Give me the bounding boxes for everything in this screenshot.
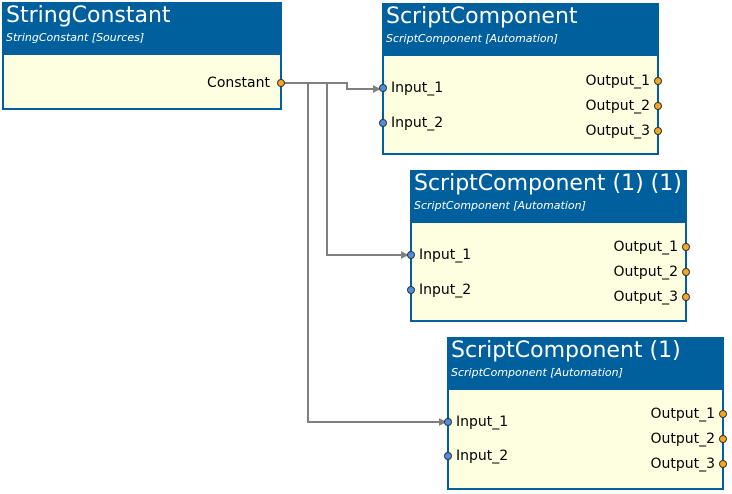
input-port-label: Input_2 (456, 448, 509, 464)
node-script-component-1[interactable]: ScriptComponent (1) ScriptComponent [Aut… (444, 337, 727, 490)
output-port-1[interactable] (682, 243, 690, 251)
input-port-label: Input_2 (391, 115, 444, 131)
output-port-label: Output_3 (585, 123, 650, 139)
input-port-1[interactable] (444, 418, 452, 426)
output-port-2[interactable] (654, 102, 662, 110)
input-port-label: Input_1 (419, 247, 472, 263)
node-header[interactable]: StringConstant StringConstant [Sources] (2, 2, 282, 55)
output-port-2[interactable] (682, 268, 690, 276)
node-script-component[interactable]: ScriptComponent ScriptComponent [Automat… (379, 3, 662, 155)
input-port-2[interactable] (444, 452, 452, 460)
connector-constant-to-scriptcomponent-1[interactable] (284, 82, 447, 426)
output-port-3[interactable] (682, 293, 690, 301)
node-subtitle: ScriptComponent [Automation] (386, 32, 558, 45)
node-string-constant[interactable]: StringConstant StringConstant [Sources] … (2, 2, 285, 110)
input-port-1[interactable] (379, 84, 387, 92)
output-port-label: Output_2 (613, 264, 678, 280)
input-port-label: Input_2 (419, 282, 472, 298)
node-body: Input_1 Input_2 Output_1 Output_2 Output… (407, 223, 690, 322)
input-port-label: Input_1 (391, 80, 444, 96)
output-port-label: Output_1 (613, 239, 678, 255)
node-title: StringConstant (6, 3, 171, 28)
output-port-1[interactable] (719, 410, 727, 418)
output-port-constant[interactable] (277, 79, 285, 87)
node-script-component-1-1[interactable]: ScriptComponent (1) (1) ScriptComponent … (407, 170, 690, 322)
node-title: ScriptComponent (1) (451, 338, 681, 363)
node-subtitle: StringConstant [Sources] (6, 31, 145, 44)
output-port-1[interactable] (654, 77, 662, 85)
node-header[interactable]: ScriptComponent (1) ScriptComponent [Aut… (447, 337, 724, 390)
node-header[interactable]: ScriptComponent (1) (1) ScriptComponent … (410, 170, 687, 223)
output-port-label: Output_1 (650, 406, 715, 422)
node-body: Input_1 Input_2 Output_1 Output_2 Output… (379, 56, 662, 155)
input-port-label: Input_1 (456, 414, 509, 430)
node-subtitle: ScriptComponent [Automation] (414, 199, 586, 212)
output-port-label: Output_1 (585, 73, 650, 89)
input-port-1[interactable] (407, 251, 415, 259)
output-port-3[interactable] (719, 460, 727, 468)
node-body: Constant (2, 55, 285, 110)
input-port-2[interactable] (379, 119, 387, 127)
output-port-label: Output_2 (650, 431, 715, 447)
node-header[interactable]: ScriptComponent ScriptComponent [Automat… (382, 3, 659, 56)
output-port-3[interactable] (654, 127, 662, 135)
output-port-label: Output_2 (585, 98, 650, 114)
output-port-2[interactable] (719, 435, 727, 443)
node-title: ScriptComponent (1) (1) (414, 171, 682, 196)
node-subtitle: ScriptComponent [Automation] (451, 366, 623, 379)
node-body: Input_1 Input_2 Output_1 Output_2 Output… (444, 390, 727, 490)
output-port-label: Output_3 (650, 456, 715, 472)
output-port-label: Constant (207, 75, 270, 91)
node-title: ScriptComponent (386, 4, 578, 29)
output-port-label: Output_3 (613, 289, 678, 305)
input-port-2[interactable] (407, 286, 415, 294)
